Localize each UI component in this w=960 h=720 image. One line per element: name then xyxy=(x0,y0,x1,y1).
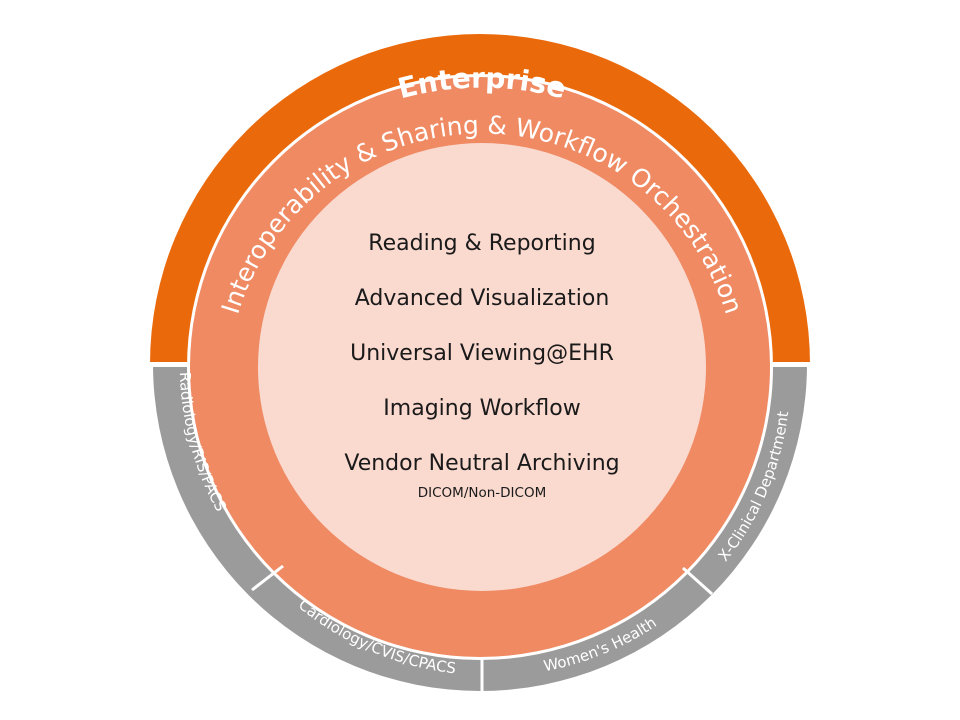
segment-divider-3 xyxy=(681,566,714,596)
segment-divider-1 xyxy=(251,564,284,592)
core-item-universal-viewing[interactable]: Universal Viewing@EHR xyxy=(350,341,614,366)
core-disc xyxy=(258,143,706,591)
core-item-advanced-visualization[interactable]: Advanced Visualization xyxy=(355,286,610,311)
core-item-imaging-workflow[interactable]: Imaging Workflow xyxy=(383,396,580,421)
core-item-reading-reporting[interactable]: Reading & Reporting xyxy=(368,231,595,256)
core-item-vendor-neutral-archiving[interactable]: Vendor Neutral Archiving xyxy=(344,451,619,476)
core-sub-label-dicom: DICOM/Non-DICOM xyxy=(418,485,547,501)
